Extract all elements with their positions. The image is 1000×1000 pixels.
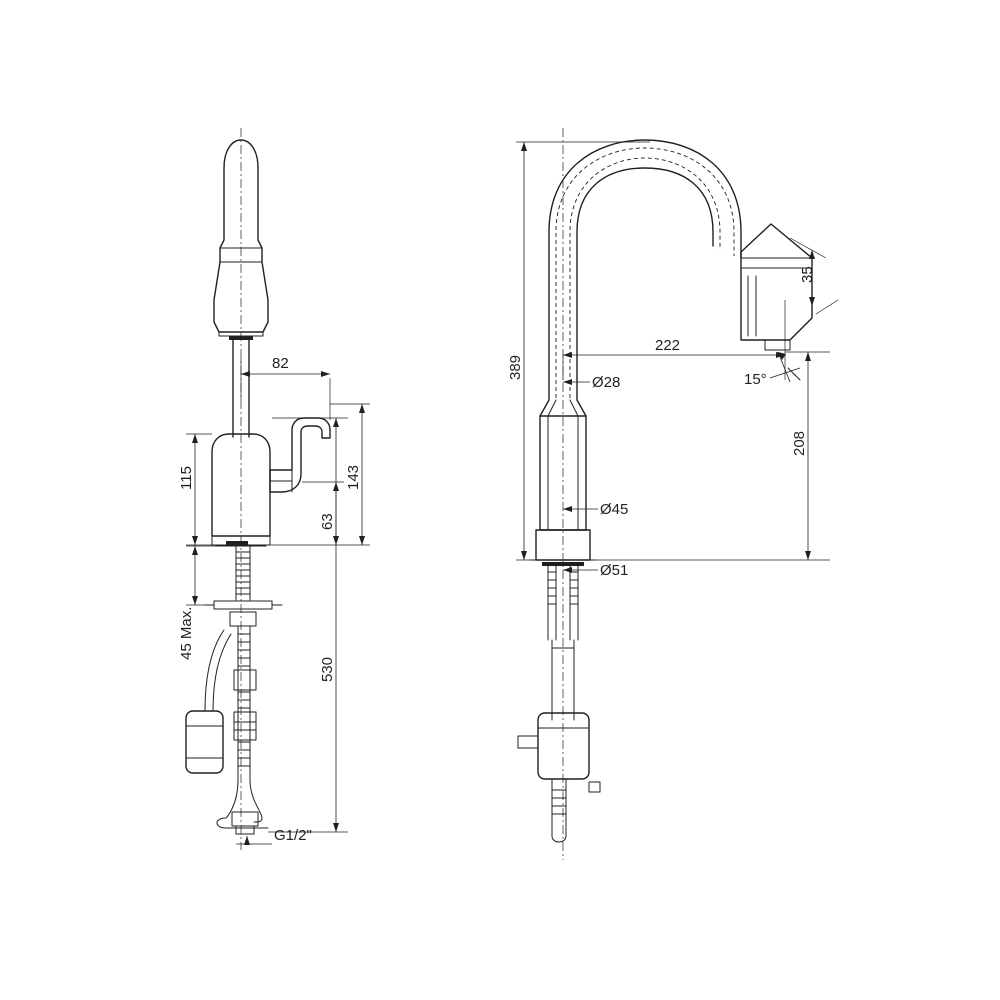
side-gooseneck-outer [548,139,742,401]
dim-hose-length: 530 [268,417,348,833]
side-waterway-dashed-1 [555,147,735,398]
dim-label-530: 530 [319,657,336,682]
dim-handle-lever: 63 [302,481,344,545]
front-weight-hose-2 [212,633,232,712]
side-spout-shaft-dashed-r [569,399,579,417]
dim-body-diameter: Ø45 [563,501,628,518]
side-view: 389 222 35 15° [507,128,839,860]
dim-spout-offset: 82 [240,355,331,420]
dim-label-d51: Ø51 [600,562,628,579]
side-wand-spray-face [764,339,791,351]
front-hose-fitting-1 [233,669,257,691]
dim-label-115: 115 [178,466,195,490]
side-thread-hatch [547,571,579,605]
front-hose-end-fitting [231,811,259,827]
front-mounting-nut [229,611,257,627]
side-spout-shaft-right [576,399,587,417]
dim-spray-angle: 15° [744,351,801,388]
dim-overall-height: 389 [507,142,527,560]
side-deck-seal [542,562,584,566]
side-waterway-dashed-2 [569,157,721,398]
dim-deck-thickness: 45 Max. [178,545,226,660]
dim-spout-clearance: 208 [785,351,830,560]
side-weight-arm [517,735,539,749]
front-hose-loop-inner [249,779,263,823]
front-view: 82 143 63 115 [178,128,370,850]
side-hose-tail-end [551,835,567,843]
dim-spout-diameter: Ø28 [563,374,620,391]
dim-label-63: 63 [319,513,336,530]
side-spout-shaft-left [539,399,550,417]
dim-label-82: 82 [272,355,289,372]
side-wand-nose [789,317,813,341]
dim-handle-height: 143 [270,403,370,546]
dim-label-d28: Ø28 [592,374,620,391]
dim-label-45max: 45 Max. [178,607,195,660]
front-spray-head [213,139,269,333]
dim-label-208: 208 [791,431,808,456]
dim-label-35: 35 [799,266,816,283]
front-mounting-bracket [213,600,273,610]
front-counterweight [185,710,224,774]
front-hose-coil-texture [237,633,251,767]
front-hose-fitting-2 [233,711,257,741]
front-body [211,433,271,537]
dim-spray-head-width: 35 [789,237,839,315]
dim-label-g12: G1/2" [274,827,312,844]
dim-label-389: 389 [507,355,524,380]
front-hose-loop-outer [216,779,269,829]
front-hose-end-cap [235,825,255,835]
dim-thread-size: G1/2" [236,827,312,845]
dim-label-d45: Ø45 [600,501,628,518]
side-hose-tail-texture [551,789,567,815]
dim-label-15deg: 15° [744,371,767,388]
dim-body-height: 115 [178,433,212,546]
dim-label-143: 143 [345,465,362,490]
side-gooseneck-inner [576,167,714,401]
dim-label-222: 222 [655,337,680,354]
side-spout-shaft-dashed-l [547,399,557,417]
side-weight-arm-2 [588,781,601,793]
side-counterweight [537,712,590,780]
front-weight-hose [204,629,225,712]
front-deck-seal [226,541,248,546]
front-thread-hatch [235,551,251,595]
dim-base-diameter: Ø51 [563,562,628,579]
